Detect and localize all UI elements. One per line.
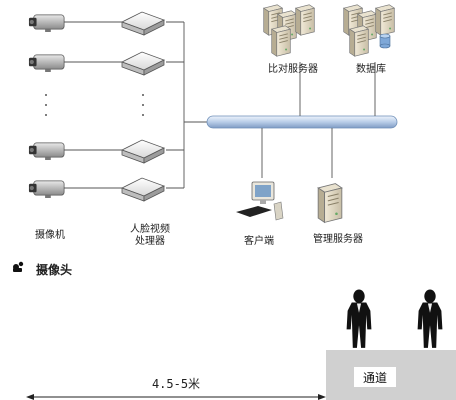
server-icon	[349, 25, 369, 57]
cameras-label: 摄像机	[35, 228, 65, 241]
distance-label: 4.5-5米	[152, 377, 200, 391]
processor-label-line1: 人脸视频	[130, 222, 170, 235]
processor-icon	[121, 51, 165, 76]
database-group	[343, 4, 395, 57]
camera-column	[28, 14, 65, 199]
ellipsis-dots	[45, 94, 47, 116]
processor-icon	[121, 11, 165, 36]
server-icon	[295, 4, 315, 36]
channel-label: 通道	[363, 371, 387, 385]
server-icon	[271, 25, 291, 57]
camera-icon	[28, 54, 65, 73]
server-icon	[317, 183, 343, 223]
camera-icon	[28, 14, 65, 33]
camera-links	[64, 21, 122, 189]
camera-icon	[28, 142, 65, 161]
network-bus	[206, 115, 398, 129]
section-heading-text: 摄像头	[36, 262, 72, 277]
camera-bullet-icon	[13, 261, 24, 272]
processor-icon	[121, 177, 165, 202]
server-icon	[375, 4, 395, 36]
management-server-label: 管理服务器	[313, 232, 363, 245]
bus-drops	[261, 62, 376, 178]
processor-links	[166, 21, 210, 189]
compare-server-label: 比对服务器	[268, 62, 318, 75]
database-label: 数据库	[356, 62, 386, 75]
processor-icon	[121, 139, 165, 164]
compare-server-group	[263, 4, 315, 57]
processor-column	[121, 11, 165, 202]
client-workstation-icon	[236, 181, 284, 221]
camera-icon	[28, 180, 65, 199]
database-cylinder-icon	[379, 33, 391, 49]
section-heading: 摄像头	[13, 261, 72, 277]
person-icon	[417, 289, 443, 348]
client-label: 客户端	[244, 234, 274, 247]
management-server-group	[317, 183, 343, 223]
channel-label-box	[354, 367, 396, 387]
ellipsis-dots	[142, 94, 144, 116]
person-icon	[346, 289, 372, 348]
processor-label-line2: 处理器	[135, 235, 165, 247]
distance-arrow	[26, 394, 326, 400]
